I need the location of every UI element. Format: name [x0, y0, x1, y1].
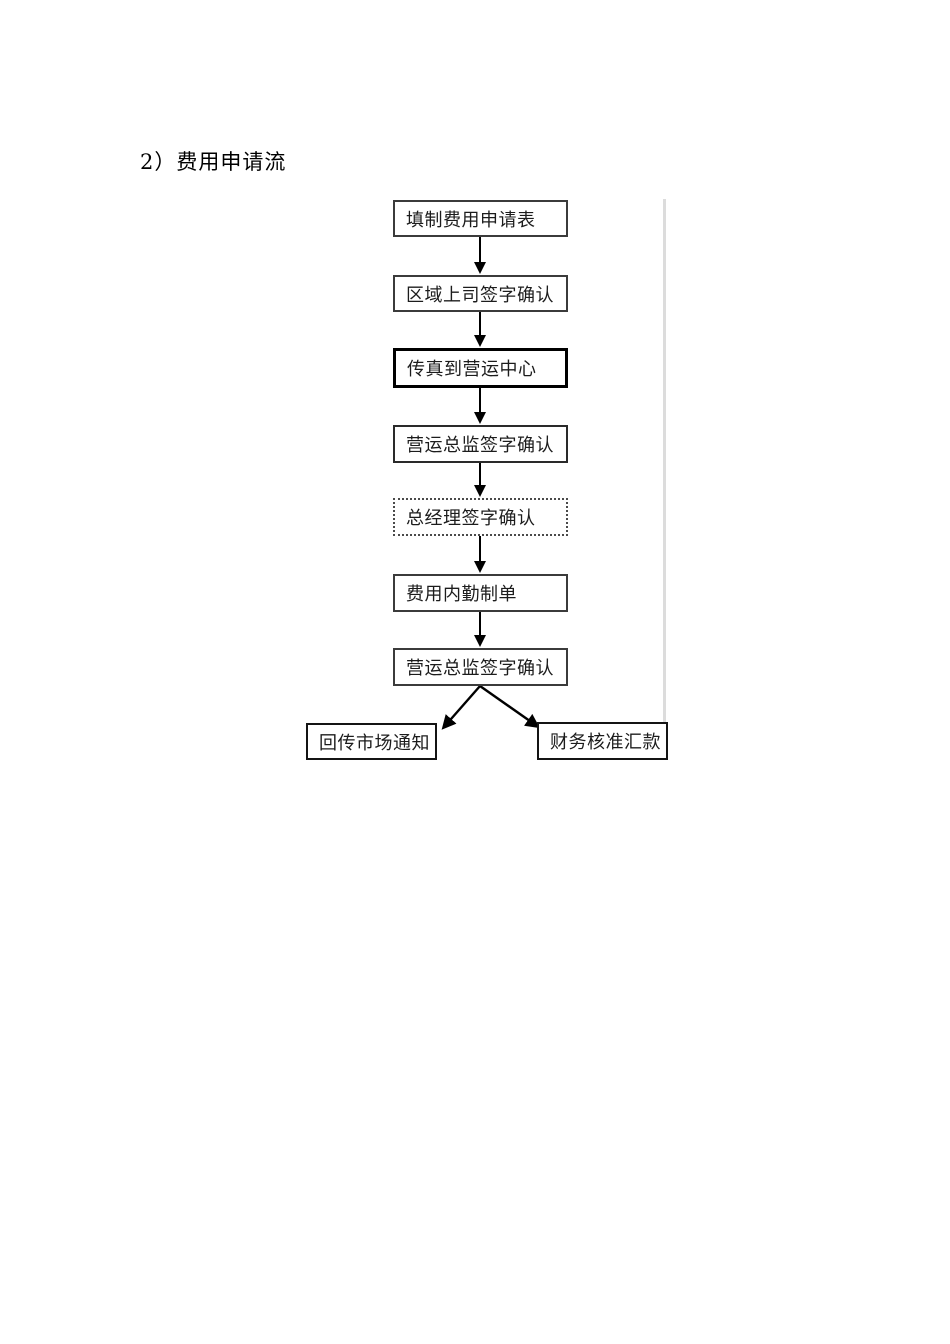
- flow-node-clerk-voucher: 费用内勤制单: [393, 574, 568, 612]
- arrow-n7-n8: [441, 685, 481, 730]
- flow-node-fax-center: 传真到营运中心: [393, 348, 568, 388]
- arrow-n7-n9: [479, 685, 540, 729]
- canvas-guide-line: [663, 199, 666, 723]
- flow-node-ops-director-sign2: 营运总监签字确认: [393, 648, 568, 686]
- flow-node-finance-remit: 财务核准汇款: [537, 722, 668, 760]
- flow-node-notify-market: 回传市场通知: [306, 723, 437, 760]
- flow-node-fill-form: 填制费用申请表: [393, 200, 568, 237]
- section-title: 2）费用申请流: [140, 150, 287, 174]
- flow-node-gm-sign: 总经理签字确认: [393, 498, 568, 536]
- flow-node-ops-director-sign: 营运总监签字确认: [393, 425, 568, 463]
- flow-node-regional-sign: 区域上司签字确认: [393, 275, 568, 312]
